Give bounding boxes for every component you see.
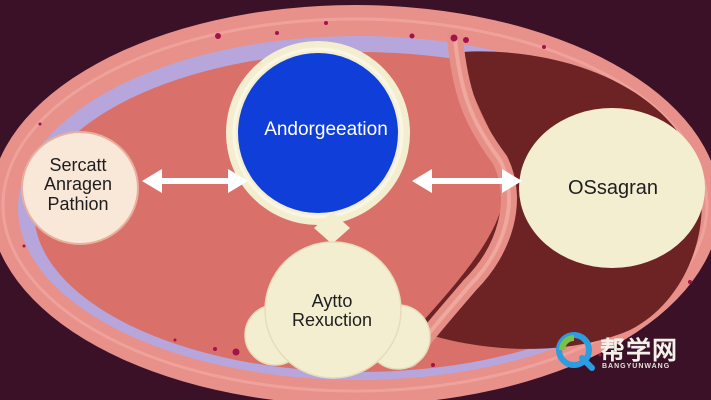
bottom-node [264,241,402,379]
center-node-ring-highlight [232,47,404,219]
arrow-left-center [142,169,248,193]
bottom-node-line-2: Rexuction [291,310,373,331]
left-node-line-1: Sercatt [49,155,107,175]
watermark-text-cn: 帮学网 [600,336,679,365]
watermark-text-en: BANGYUNWANG [602,363,671,370]
left-node-line-2: Anragen [43,174,113,195]
bottom-node-label: Aytto Rexuction [270,291,394,331]
bottom-node-line-1: Aytto [311,291,353,311]
right-node [519,108,705,268]
watermark: 帮学网 BANGYUNWANG [554,330,704,378]
center-node-label: Andorgeeation [238,119,414,141]
divider-vessel-highlight [408,36,511,362]
arrow-center-right [412,169,522,193]
left-node [21,131,139,245]
left-node-line-3: Pathion [47,193,109,214]
center-node [238,53,398,213]
center-node-text: Andorgeeation [264,119,388,140]
outer-ring-highlight [1,17,709,393]
connector-diamond [314,212,350,244]
right-node-text: OSsagran [567,177,659,199]
right-node-label: OSsagran [528,177,698,200]
left-node-label: Sercatt Anragen Pathion [26,155,130,214]
watermark-logo-icon [556,332,595,371]
